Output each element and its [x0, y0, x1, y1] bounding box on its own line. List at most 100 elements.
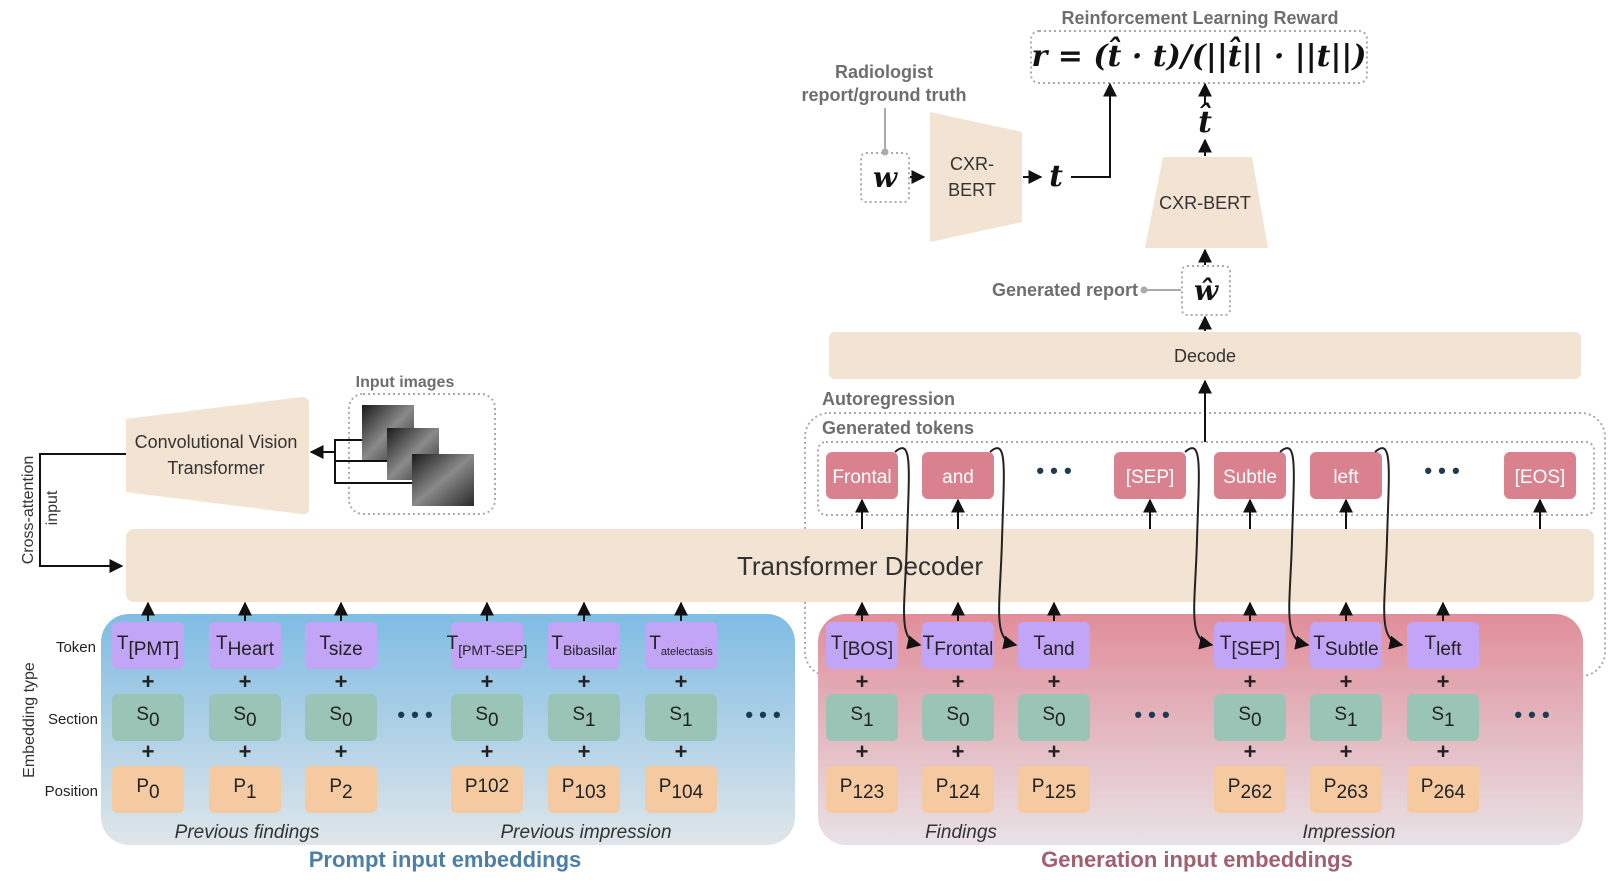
vit-label-line1: Convolutional Vision	[135, 432, 298, 452]
gen-plus-0-1: +	[856, 739, 869, 764]
prompt-position-box-3	[451, 766, 523, 813]
cxr-bert-left-line1: CXR-	[950, 154, 994, 174]
prompt-section-box-5	[645, 694, 717, 741]
gen-token-label-3: T[SEP]	[1220, 633, 1280, 660]
gen-plus-5-1: +	[1437, 739, 1450, 764]
prompt-token-label-3: T[PMT-SEP]	[447, 633, 528, 658]
prompt-previous-findings: Previous findings	[175, 822, 320, 843]
gen-section-box-0	[826, 694, 898, 741]
w-hat-symbol: ŵ	[1194, 274, 1219, 307]
prompt-section-label-0: S0	[136, 704, 159, 731]
cross-attention-label-line1: Cross-attention	[20, 456, 37, 565]
gen-section-label-0: S1	[850, 704, 873, 731]
gen-plus-4-1: +	[1340, 739, 1353, 764]
gen-position-label-3: P262	[1228, 776, 1272, 803]
gen-section-box-4	[1310, 694, 1382, 741]
cxr-bert-encoder-right	[1145, 157, 1268, 248]
prompt-previous-impression: Previous impression	[500, 822, 671, 843]
generated-token-box-3	[1214, 452, 1286, 499]
prompt-section-box-4	[548, 694, 620, 741]
prompt-plus-4-0: +	[578, 669, 591, 694]
prompt-plus-2-1: +	[335, 739, 348, 764]
autoregression-label: Autoregression	[822, 389, 955, 409]
reward-formula: r = (t̂ · t)/(||t̂|| · ||t||)	[1032, 37, 1367, 74]
gen-position-box-4	[1310, 766, 1382, 813]
gen-token-label-4: TSubtle	[1313, 633, 1378, 660]
t-symbol: t	[1049, 159, 1063, 194]
generated-token-label-1: and	[942, 467, 974, 488]
gen-section-box-3	[1214, 694, 1286, 741]
embedding-type-label: Embedding type	[21, 662, 38, 778]
gen-plus-2-0: +	[1048, 669, 1061, 694]
prompt-embeddings-title: Prompt input embeddings	[309, 847, 582, 872]
generated-token-ellipsis-1: • • •	[1424, 458, 1459, 483]
cross-attention-arrow	[39, 453, 126, 573]
vision-transformer-block	[126, 397, 309, 515]
prompt-plus-3-1: +	[481, 739, 494, 764]
row-label-section: Section	[48, 711, 98, 728]
prompt-position-label-1: P1	[233, 776, 256, 803]
gen-position-label-4: P263	[1324, 776, 1368, 803]
gen-section-label-4: S1	[1334, 704, 1357, 731]
prompt-position-label-2: P2	[329, 776, 352, 803]
generated-token-label-2: [SEP]	[1126, 467, 1175, 488]
xray-image-3	[412, 454, 474, 506]
gen-position-box-2	[1018, 766, 1090, 813]
prompt-section-label-1: S0	[233, 704, 256, 731]
autoregressive-feedback-curves	[894, 447, 1404, 650]
gen-token-box-5	[1407, 622, 1479, 669]
prompt-section-label-5: S1	[669, 704, 692, 731]
generated-report-label: Generated report	[992, 280, 1138, 300]
row-label-position: Position	[45, 783, 98, 800]
prompt-token-label-5: Tatelectasis	[649, 633, 713, 658]
gen-token-box-4	[1310, 622, 1382, 669]
prompt-section-label-3: S0	[475, 704, 498, 731]
gen-section-label-5: S1	[1431, 704, 1454, 731]
transformer-decoder-label: Transformer Decoder	[737, 551, 983, 581]
gen-findings: Findings	[925, 822, 997, 843]
cxr-bert-right-label: CXR-BERT	[1159, 193, 1251, 213]
generated-token-box-2	[1114, 452, 1186, 499]
gen-token-label-5: Tleft	[1425, 633, 1463, 660]
gen-section-box-2	[1018, 694, 1090, 741]
prompt-plus-1-1: +	[239, 739, 252, 764]
prompt-token-label-2: Tsize	[319, 633, 362, 660]
generated-token-box-4	[1310, 452, 1382, 499]
prompt-position-box-1	[209, 766, 281, 813]
feedback-curve-3	[1279, 447, 1310, 650]
generated-token-label-0: Frontal	[832, 467, 891, 488]
gen-plus-2-1: +	[1048, 739, 1061, 764]
generated-tokens-label: Generated tokens	[822, 418, 974, 438]
prompt-section-box-3	[451, 694, 523, 741]
gen-token-box-0	[826, 622, 898, 669]
prompt-token-box-1	[209, 622, 281, 669]
input-images-label: Input images	[356, 374, 455, 391]
gen-token-box-2	[1018, 622, 1090, 669]
gen-token-label-0: T[BOS]	[831, 633, 893, 660]
gen-section-box-5	[1407, 694, 1479, 741]
feedback-curve-0	[894, 447, 922, 650]
prompt-section-box-2	[305, 694, 377, 741]
prompt-token-box-2	[305, 622, 377, 669]
feedback-curve-1	[989, 447, 1018, 650]
cxr-bert-left-line2: BERT	[948, 180, 996, 200]
prompt-plus-3-0: +	[481, 669, 494, 694]
prompt-plus-5-1: +	[675, 739, 688, 764]
w-symbol: w	[873, 161, 898, 194]
gen-section-label-3: S0	[1238, 704, 1261, 731]
prompt-section-label-2: S0	[329, 704, 352, 731]
arrow-t-to-reward	[1071, 82, 1117, 178]
gen-position-box-0	[826, 766, 898, 813]
generated-token-label-4: left	[1333, 467, 1359, 488]
gen-token-box-1	[922, 622, 994, 669]
w-symbol-box	[860, 152, 910, 203]
generated-token-label-3: Subtle	[1223, 467, 1277, 488]
vit-label-line2: Transformer	[167, 458, 264, 478]
prompt-token-box-5	[645, 622, 717, 669]
gen-plus-5-0: +	[1437, 669, 1450, 694]
gen-plus-3-1: +	[1244, 739, 1257, 764]
row-label-token: Token	[56, 639, 96, 656]
gen-section-label-1: S0	[946, 704, 969, 731]
transformer-decoder-block	[126, 529, 1594, 602]
